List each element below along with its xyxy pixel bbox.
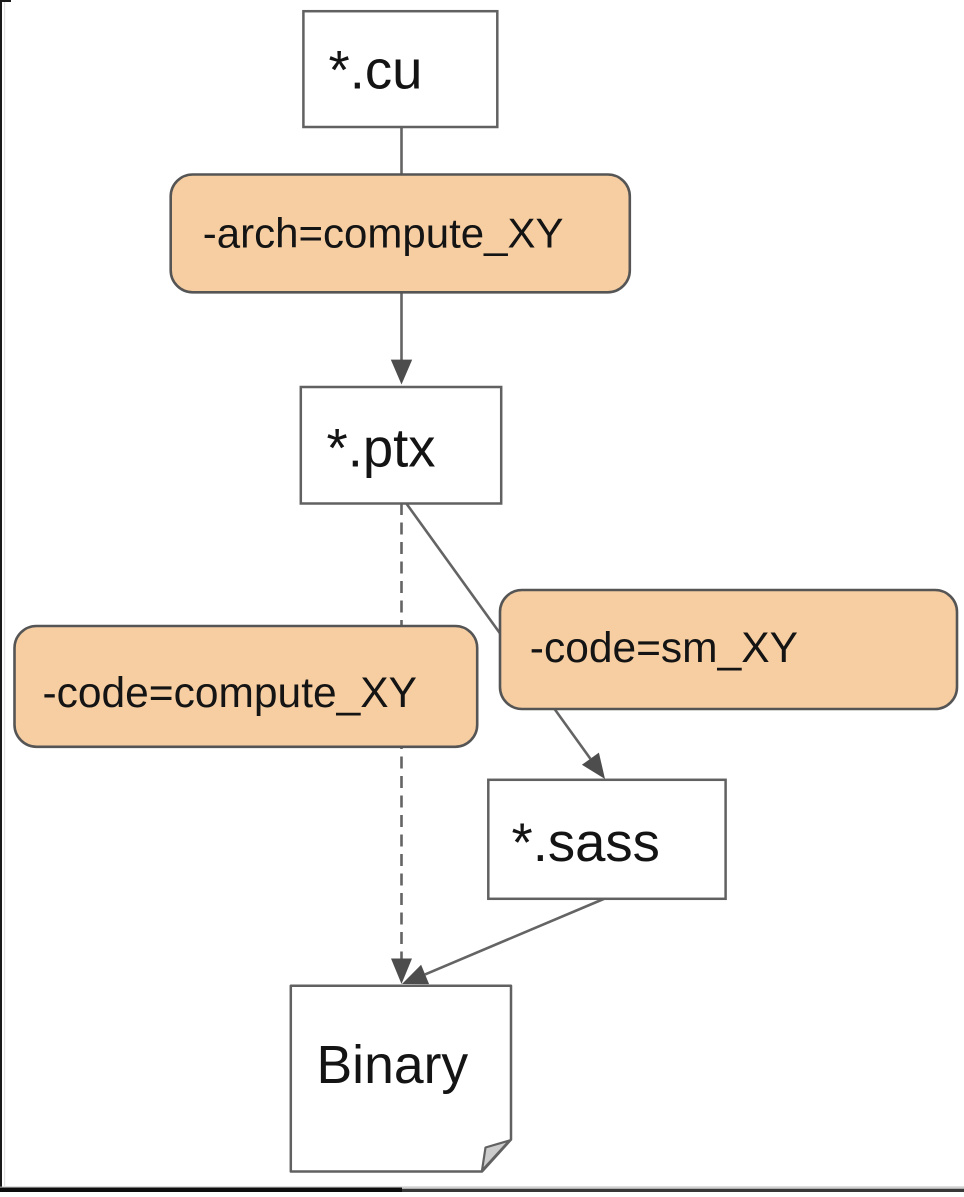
svg-text:Binary: Binary: [317, 1036, 469, 1095]
svg-text:*.cu: *.cu: [329, 40, 423, 101]
svg-text:-arch=compute_XY: -arch=compute_XY: [203, 210, 564, 257]
svg-text:-code=sm_XY: -code=sm_XY: [530, 625, 798, 672]
svg-text:-code=compute_XY: -code=compute_XY: [43, 670, 417, 717]
svg-text:*.ptx: *.ptx: [327, 418, 436, 479]
svg-text:*.sass: *.sass: [512, 812, 660, 873]
